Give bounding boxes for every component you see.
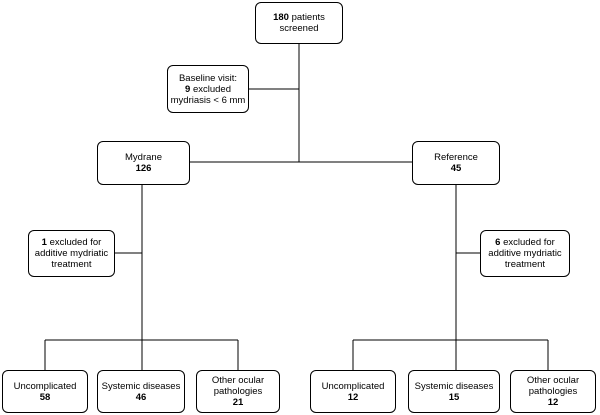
mydrane-box: Mydrane 126 bbox=[97, 141, 190, 185]
reference-label: Reference bbox=[434, 152, 478, 163]
group-label: Uncomplicated bbox=[321, 380, 385, 392]
group-label: Other ocular pathologies bbox=[526, 375, 580, 397]
group-count: 21 bbox=[232, 397, 244, 408]
mydrane-exclusion-box: 1 excluded for additive mydriatic treatm… bbox=[28, 230, 115, 277]
mydrane-excluded-line1: excluded for bbox=[49, 237, 102, 248]
mydrane-excluded-line2: additive mydriatic bbox=[34, 248, 109, 259]
reference-exclusion-box: 6 excluded for additive mydriatic treatm… bbox=[480, 230, 570, 277]
baseline-count: 9 bbox=[185, 83, 191, 95]
group-count: 15 bbox=[448, 391, 460, 403]
reference-group-uncomplicated: Uncomplicated 12 bbox=[310, 370, 396, 413]
mydrane-excluded-line3: treatment bbox=[51, 259, 92, 270]
group-count: 58 bbox=[39, 391, 51, 403]
reference-excluded-line1: excluded for bbox=[503, 237, 555, 248]
screened-count: 180 bbox=[273, 12, 289, 23]
reference-group-other: Other ocular pathologies 12 bbox=[510, 370, 596, 413]
reference-excluded-line3: treatment bbox=[504, 259, 546, 270]
mydrane-group-systemic: Systemic diseases 46 bbox=[97, 370, 185, 413]
mydrane-group-uncomplicated: Uncomplicated 58 bbox=[2, 370, 88, 413]
mydrane-excluded-count: 1 bbox=[41, 237, 47, 248]
baseline-line1: Baseline visit: bbox=[178, 72, 238, 84]
reference-count: 45 bbox=[450, 163, 462, 174]
group-count: 12 bbox=[547, 397, 559, 408]
reference-excluded-line2: additive mydriatic bbox=[488, 248, 562, 259]
baseline-line3: mydriasis < 6 mm bbox=[170, 94, 246, 106]
mydrane-group-other: Other ocular pathologies 21 bbox=[196, 370, 280, 413]
mydrane-label: Mydrane bbox=[125, 152, 162, 163]
mydrane-count: 126 bbox=[135, 163, 152, 174]
group-label: Systemic diseases bbox=[101, 380, 181, 392]
screened-text: patients screened bbox=[279, 12, 325, 34]
reference-group-systemic: Systemic diseases 15 bbox=[408, 370, 500, 413]
group-label: Other ocular pathologies bbox=[211, 375, 265, 397]
reference-box: Reference 45 bbox=[412, 141, 500, 185]
baseline-line2: excluded bbox=[192, 83, 231, 95]
screened-box: 180 patients screened bbox=[255, 2, 343, 44]
group-count: 46 bbox=[135, 391, 147, 403]
reference-excluded-count: 6 bbox=[495, 237, 501, 248]
baseline-exclusion-box: Baseline visit: 9 excluded mydriasis < 6… bbox=[167, 65, 249, 113]
group-count: 12 bbox=[347, 391, 359, 403]
group-label: Systemic diseases bbox=[414, 380, 494, 392]
group-label: Uncomplicated bbox=[13, 380, 77, 392]
